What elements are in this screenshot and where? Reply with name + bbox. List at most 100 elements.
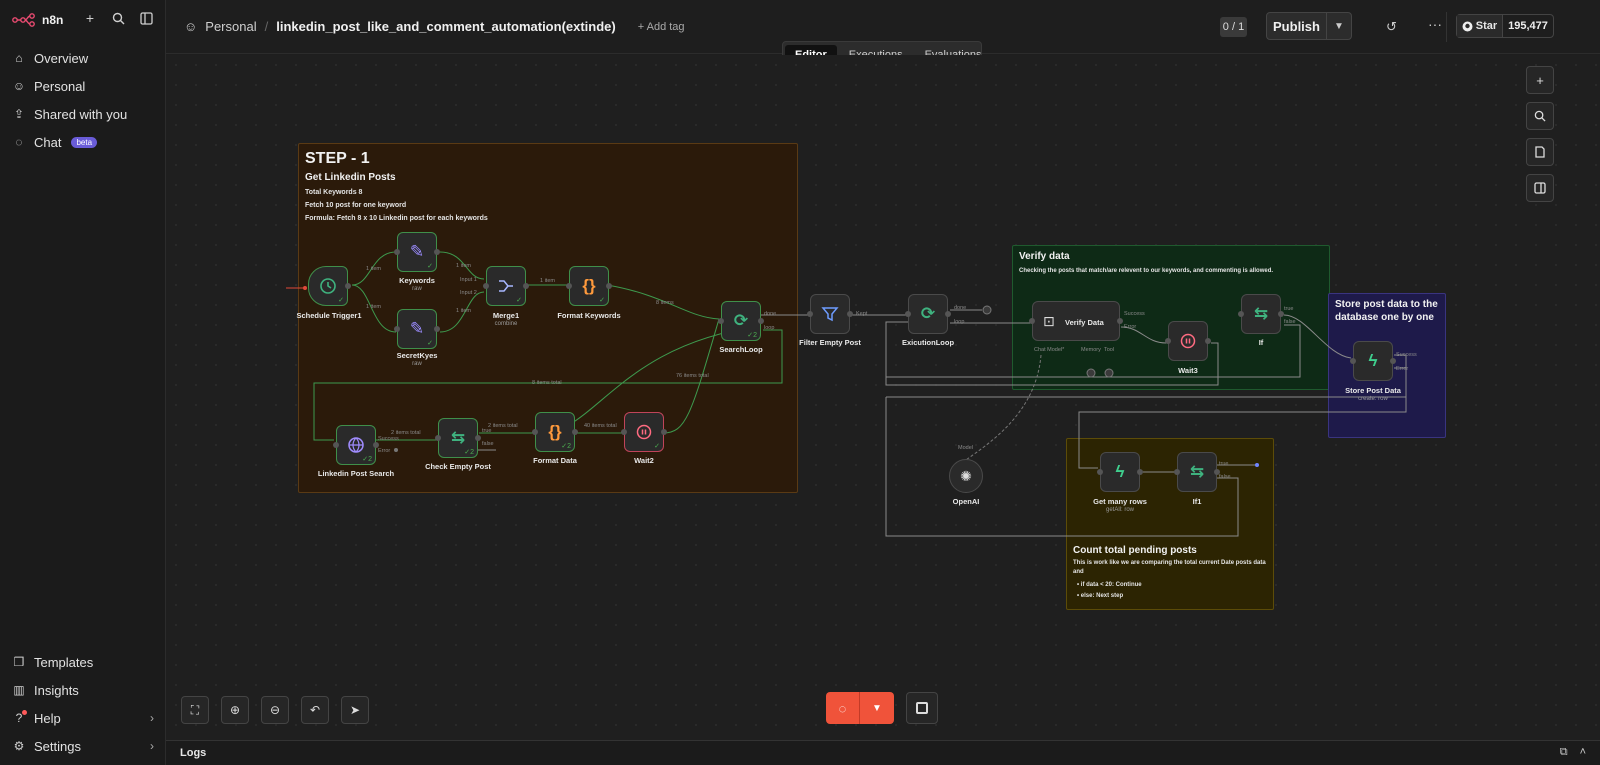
sidebar-item-insights[interactable]: ▥ Insights [0,676,166,704]
node-verify-data[interactable]: ⊡ Verify Data [1029,301,1123,341]
output-handle[interactable] [1214,469,1220,475]
input-handle[interactable] [718,318,724,324]
sidebar-item-personal[interactable]: ☺ Personal [0,72,166,100]
search-icon[interactable] [110,10,126,26]
workflow-canvas[interactable]: STEP - 1 Get Linkedin Posts Total Keywor… [166,55,1600,740]
sticky-note-button[interactable] [1526,138,1554,166]
node-format-data[interactable]: {} ✓2 [532,412,578,452]
input-handle[interactable] [621,429,627,435]
execute-workflow-button[interactable]: ◌ [826,692,860,724]
more-options-icon[interactable]: ··· [1428,16,1442,32]
stop-button[interactable] [906,692,938,724]
home-icon: ⌂ [15,51,23,65]
sidebar-item-help[interactable]: ? Help › [0,704,166,732]
node-wait3[interactable] [1165,321,1211,361]
add-tag-button[interactable]: + Add tag [637,20,685,33]
output-handle[interactable] [572,429,578,435]
output-handle[interactable] [847,311,853,317]
sticky-count[interactable]: Count total pending posts This is work l… [1066,438,1274,610]
plus-icon[interactable]: + [85,10,95,26]
input-handle[interactable] [1165,338,1171,344]
output-handle[interactable] [606,283,612,289]
node-if[interactable]: ⇆ [1238,294,1284,334]
input-handle[interactable] [333,442,339,448]
filter-icon [821,307,839,322]
undo-icon: ↶ [309,703,321,717]
panel-toggle-button[interactable] [1526,174,1554,202]
node-openai[interactable]: ✺ [949,459,983,493]
output-handle[interactable] [1117,318,1123,324]
output-handle[interactable] [1390,358,1396,364]
node-schedule-trigger[interactable]: ✓ [308,266,351,306]
node-check-empty[interactable]: ⇆ ✓2 [435,418,481,458]
input-handle[interactable] [1174,469,1180,475]
pointer-mode-button[interactable]: ➤ [341,696,369,724]
zoom-out-button[interactable]: ⊖ [261,696,289,724]
input-handle[interactable] [807,311,813,317]
chevron-up-icon[interactable]: ˄ [1579,746,1586,758]
node-secretkyes[interactable]: ✎ ✓ [394,309,440,349]
input-handle[interactable] [435,435,441,441]
node-merge[interactable]: ✓ [483,266,529,306]
sidebar-item-overview[interactable]: ⌂ Overview [0,44,166,72]
breadcrumb-project[interactable]: Personal [205,19,257,34]
edge-label: Error [378,448,391,454]
node-if1[interactable]: ⇆ [1174,452,1220,492]
input-handle[interactable] [905,311,911,317]
node-get-many-rows[interactable]: ϟ [1097,452,1143,492]
execute-options-button[interactable]: ▼ [860,692,894,724]
sidebar-item-settings[interactable]: ⚙ Settings › [0,732,166,760]
output-handle[interactable] [434,249,440,255]
sidebar-item-templates[interactable]: ❒ Templates [0,648,166,676]
input-handle[interactable] [1029,318,1035,324]
zoom-in-button[interactable]: ⊕ [221,696,249,724]
output-handle[interactable] [945,311,951,317]
node-store-post[interactable]: ϟ [1350,341,1396,381]
node-linkedin-search[interactable]: ✓2 [333,425,379,465]
output-handle[interactable] [475,435,481,441]
output-handle[interactable] [1278,311,1284,317]
node-searchloop[interactable]: ⟳ ✓2 [718,301,764,341]
output-handle[interactable] [434,326,440,332]
output-handle[interactable] [373,442,379,448]
sidebar-item-chat[interactable]: ◌ Chat beta [0,128,166,156]
input-handle[interactable] [566,283,572,289]
logs-bar[interactable]: Logs ⧉ ˄ [166,740,1600,765]
popout-icon[interactable]: ⧉ [1559,746,1568,758]
output-handle[interactable] [345,283,351,289]
n8n-logo-icon[interactable] [12,13,38,27]
node-label: Keywords [399,276,435,285]
sidebar-item-shared[interactable]: ⇪ Shared with you [0,100,166,128]
output-handle[interactable] [758,318,764,324]
output-handle[interactable] [523,283,529,289]
sticky-subtitle: Get Linkedin Posts [305,172,396,183]
reset-zoom-button[interactable]: ↶ [301,696,329,724]
history-icon[interactable]: ↺ [1386,19,1397,34]
node-label: Check Empty Post [425,462,491,471]
output-handle[interactable] [661,429,667,435]
input-handle[interactable] [532,429,538,435]
github-star-button[interactable]: Star 195,477 [1456,14,1554,38]
output-handle[interactable] [1137,469,1143,475]
publish-button[interactable]: Publish [1267,13,1327,39]
input-handle[interactable] [394,249,400,255]
output-handle[interactable] [1205,338,1211,344]
node-format-keywords[interactable]: {} ✓ [566,266,612,306]
canvas-search-button[interactable] [1526,102,1554,130]
node-exicution-loop[interactable]: ⟳ [905,294,951,334]
input-handle[interactable] [394,326,400,332]
input-handle[interactable] [1350,358,1356,364]
chevron-down-icon[interactable]: ▼ [1334,20,1344,32]
workflow-name[interactable]: linkedin_post_like_and_comment_automatio… [276,19,616,34]
input-handle[interactable] [483,283,489,289]
node-keywords[interactable]: ✎ ✓ [394,232,440,272]
input-handle[interactable] [1238,311,1244,317]
edge-label: Input 1 [460,277,477,283]
add-node-button[interactable]: + [1526,66,1554,94]
node-filter-empty[interactable] [807,294,853,334]
check-icon: ✓2 [464,449,474,456]
fit-view-button[interactable]: ⛶ [181,696,209,724]
sidebar-toggle-icon[interactable] [138,10,154,26]
input-handle[interactable] [1097,469,1103,475]
node-wait2[interactable]: ✓ [621,412,667,452]
